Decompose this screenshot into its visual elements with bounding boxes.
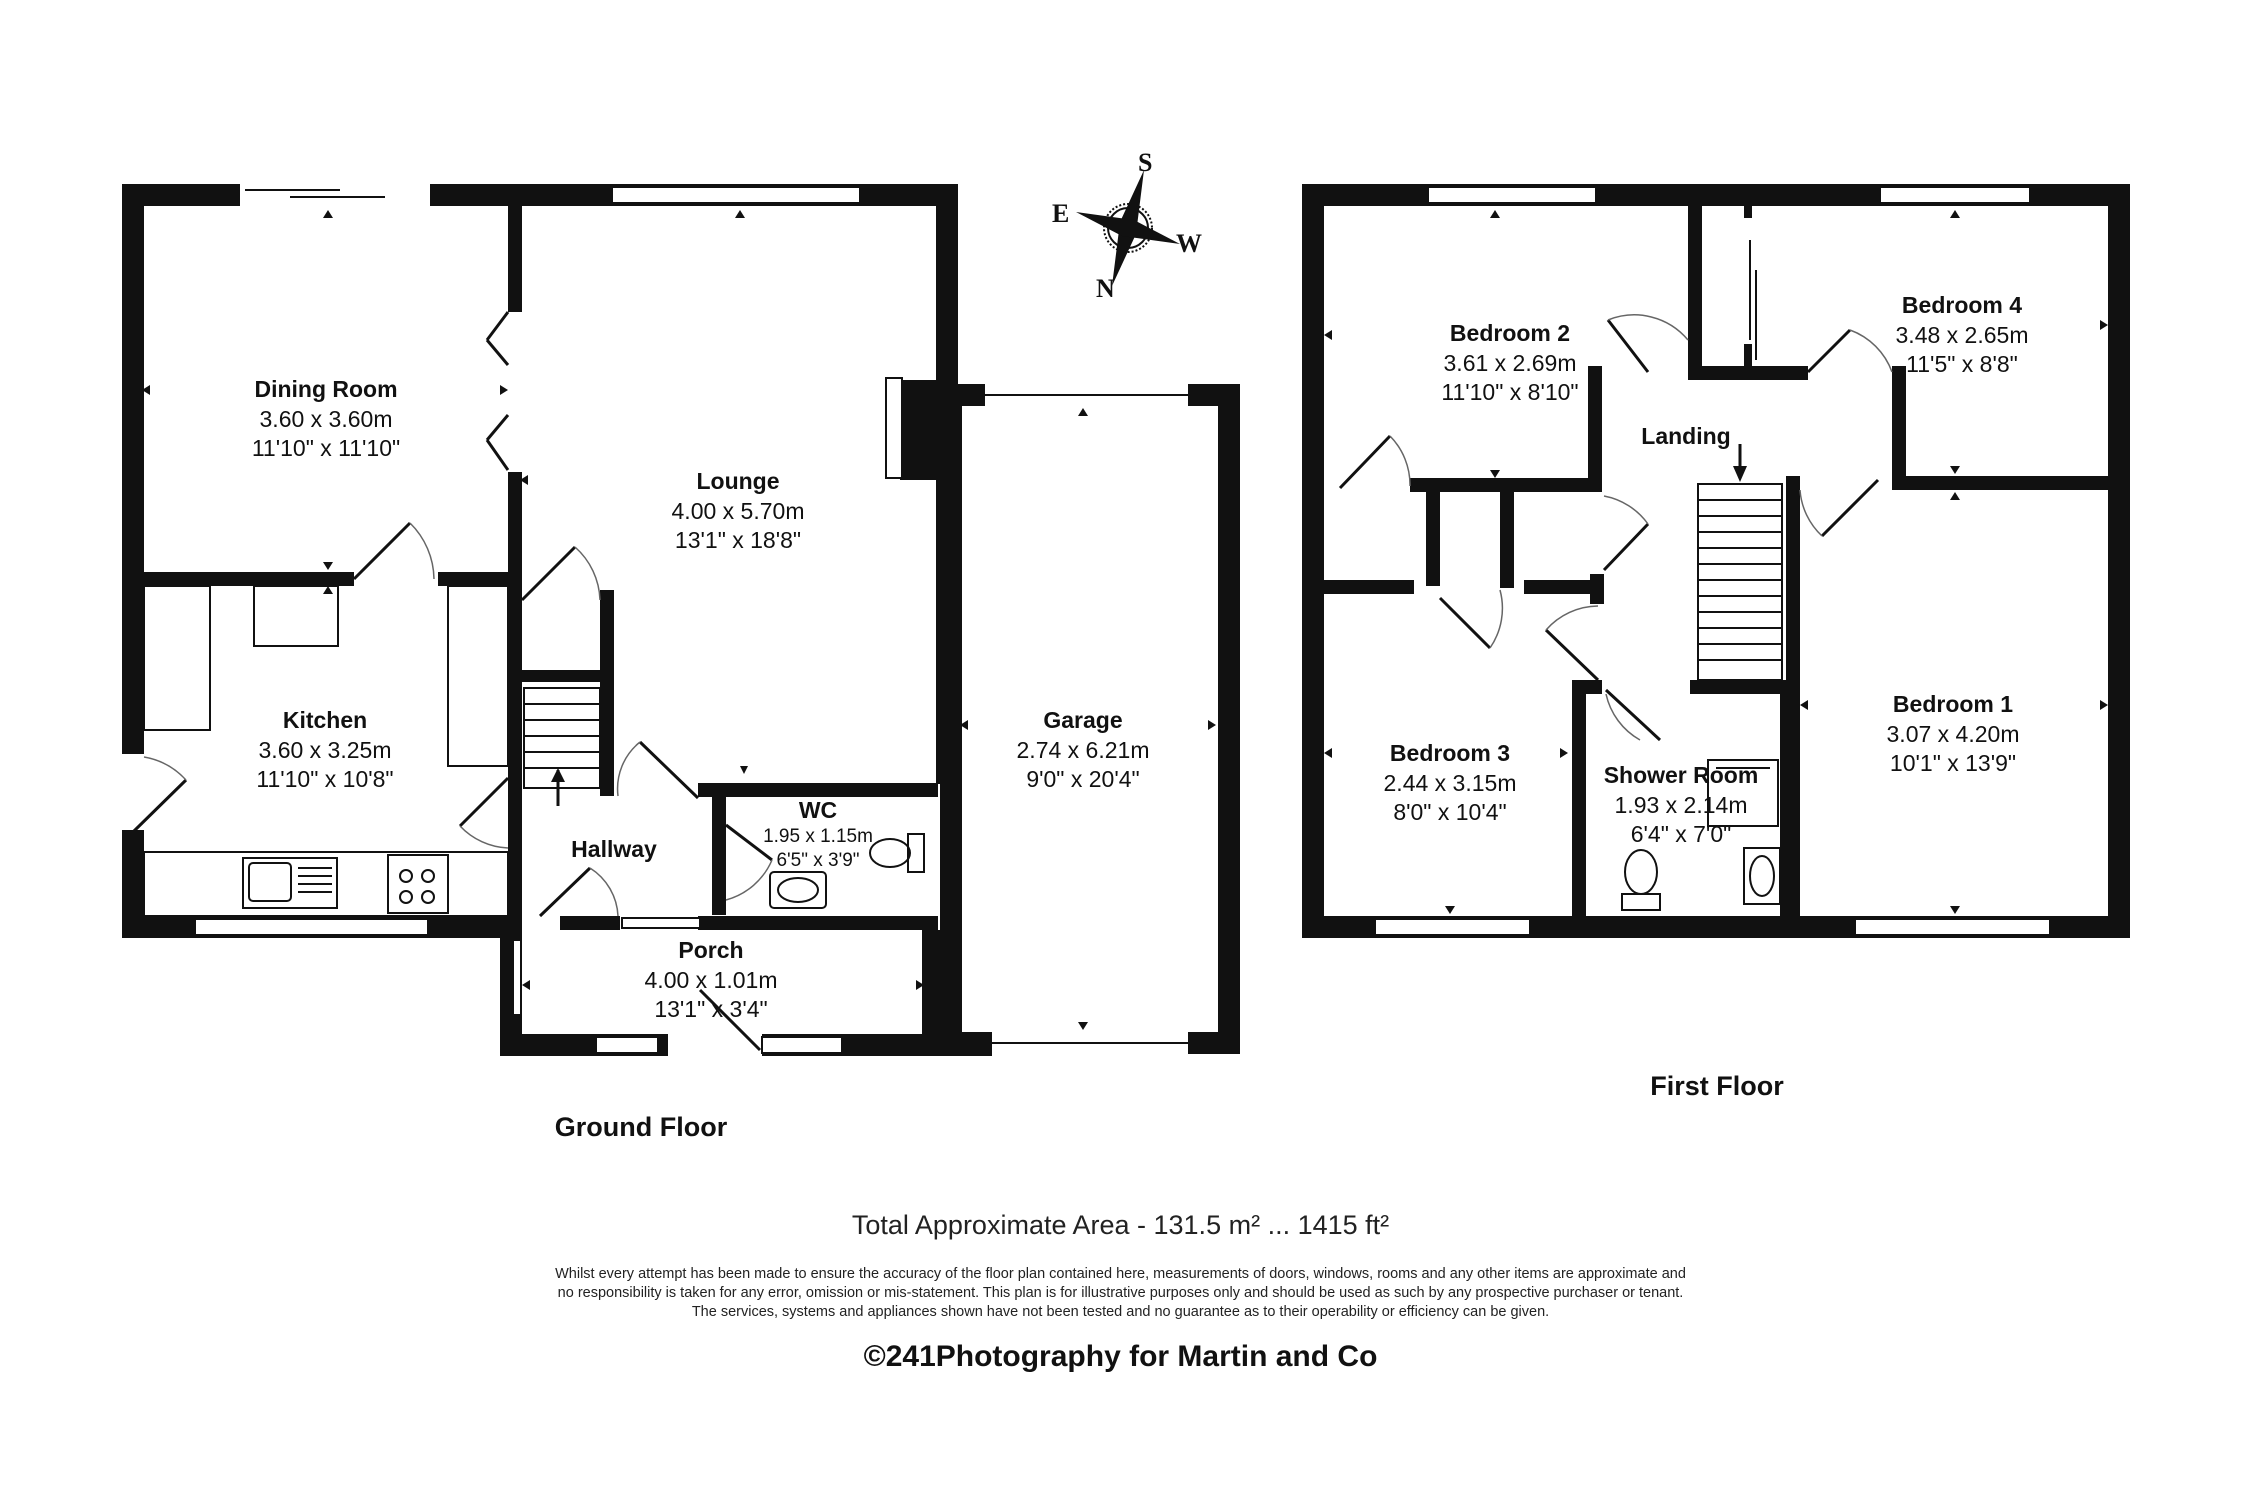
room-name-landing: Landing: [1641, 423, 1730, 449]
compass-west: W: [1176, 229, 1202, 258]
first-floor-labels: Bedroom 2 3.61 x 2.69m 11'10" x 8'10" Be…: [1384, 292, 2029, 1101]
room-name-bedroom-1: Bedroom 1: [1893, 691, 2013, 717]
floor-label-ground: Ground Floor: [555, 1112, 728, 1142]
room-name-kitchen: Kitchen: [283, 707, 367, 733]
room-name-bedroom-3: Bedroom 3: [1390, 740, 1510, 766]
ground-floor-doors: [131, 311, 773, 1052]
room-imperial-wc: 6'5" x 3'9": [776, 850, 859, 871]
room-name-lounge: Lounge: [696, 468, 779, 494]
room-name-bedroom-4: Bedroom 4: [1902, 292, 2022, 318]
ground-floor-walls: [122, 184, 1240, 1056]
ground-floor-labels: Dining Room 3.60 x 3.60m 11'10" x 11'10"…: [252, 376, 1150, 1142]
room-name-wc: WC: [799, 797, 837, 823]
room-name-bedroom-2: Bedroom 2: [1450, 320, 1570, 346]
room-imperial-bedroom-1: 10'1" x 13'9": [1890, 750, 2016, 776]
room-imperial-bedroom-4: 11'5" x 8'8": [1906, 351, 2018, 377]
room-metric-garage: 2.74 x 6.21m: [1017, 737, 1150, 763]
room-name-shower-room: Shower Room: [1604, 762, 1759, 788]
room-metric-bedroom-1: 3.07 x 4.20m: [1887, 721, 2020, 747]
room-imperial-porch: 13'1" x 3'4": [654, 996, 767, 1022]
compass-east: E: [1052, 199, 1069, 228]
first-floor-walls: [1302, 184, 2130, 938]
room-name-garage: Garage: [1043, 707, 1122, 733]
room-metric-dining-room: 3.60 x 3.60m: [260, 406, 393, 432]
room-imperial-dining-room: 11'10" x 11'10": [252, 435, 400, 461]
room-name-hallway: Hallway: [571, 836, 657, 862]
compass-south: S: [1138, 148, 1152, 177]
room-metric-kitchen: 3.60 x 3.25m: [259, 737, 392, 763]
disclaimer: Whilst every attempt has been made to en…: [0, 1265, 2241, 1322]
room-metric-bedroom-3: 2.44 x 3.15m: [1384, 770, 1517, 796]
disclaimer-line: no responsibility is taken for any error…: [557, 1285, 1684, 1301]
room-metric-bedroom-2: 3.61 x 2.69m: [1444, 350, 1577, 376]
room-imperial-garage: 9'0" x 20'4": [1026, 766, 1139, 792]
ground-floor-fittings: [143, 189, 925, 917]
dimension-markers: [142, 210, 2108, 1030]
room-imperial-bedroom-3: 8'0" x 10'4": [1393, 799, 1506, 825]
first-floor-fittings: [1621, 240, 1783, 911]
room-metric-lounge: 4.00 x 5.70m: [672, 498, 805, 524]
first-floor-doors: [1338, 314, 1893, 742]
room-name-dining-room: Dining Room: [254, 376, 397, 402]
room-name-porch: Porch: [678, 937, 743, 963]
disclaimer-line: The services, systems and appliances sho…: [691, 1304, 1550, 1320]
room-metric-shower-room: 1.93 x 2.14m: [1615, 792, 1748, 818]
room-imperial-kitchen: 11'10" x 10'8": [256, 766, 393, 792]
room-metric-wc: 1.95 x 1.15m: [763, 826, 873, 847]
total-area: Total Approximate Area - 131.5 m² ... 14…: [851, 1210, 1390, 1240]
room-metric-bedroom-4: 3.48 x 2.65m: [1896, 322, 2029, 348]
compass-north: N: [1096, 274, 1115, 303]
room-imperial-bedroom-2: 11'10" x 8'10": [1441, 379, 1578, 405]
disclaimer-line: Whilst every attempt has been made to en…: [555, 1266, 1686, 1282]
room-metric-porch: 4.00 x 1.01m: [645, 967, 778, 993]
compass: S E W N: [1052, 148, 1202, 303]
room-imperial-shower-room: 6'4" x 7'0": [1631, 821, 1732, 847]
photographer-credit: ©241Photography for Martin and Co: [863, 1340, 1378, 1373]
floor-label-first: First Floor: [1650, 1071, 1784, 1101]
room-imperial-lounge: 13'1" x 18'8": [675, 527, 801, 553]
